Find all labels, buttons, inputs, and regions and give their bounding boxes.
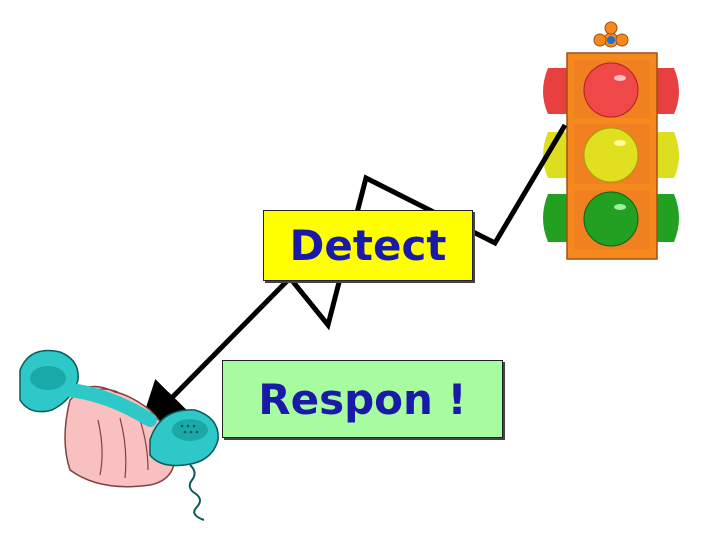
detect-label: Detect xyxy=(289,221,447,270)
respond-label: Respon ! xyxy=(258,374,467,424)
respond-label-box: Respon ! xyxy=(222,360,503,438)
traffic-light-icon xyxy=(543,21,679,260)
telephone-handset-icon xyxy=(19,349,219,521)
detect-label-box: Detect xyxy=(263,210,473,281)
